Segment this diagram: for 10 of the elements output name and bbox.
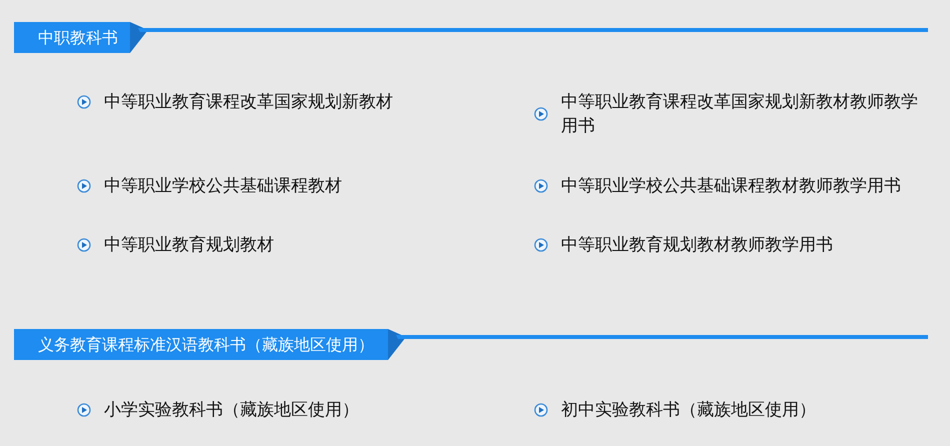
list-item: 中等职业教育课程改革国家规划新教材 xyxy=(104,91,394,114)
list-item: 初中实验教科书（藏族地区使用） xyxy=(561,399,817,422)
list-item: 中等职业学校公共基础课程教材教师教学用书 xyxy=(561,175,902,198)
list-item: 中等职业教育规划教材 xyxy=(104,234,275,257)
list-item: 中等职业学校公共基础课程教材 xyxy=(104,175,343,198)
list-item: 中等职业教育规划教材教师教学用书 xyxy=(561,234,834,257)
section-tab: 义务教育课程标准汉语教科书（藏族地区使用） xyxy=(14,329,388,360)
section-tab: 中职教科书 xyxy=(14,22,130,53)
list-item: 中等职业教育课程改革国家规划新教材教师教学用书 xyxy=(561,91,919,138)
list-item: 小学实验教科书（藏族地区使用） xyxy=(104,399,360,422)
